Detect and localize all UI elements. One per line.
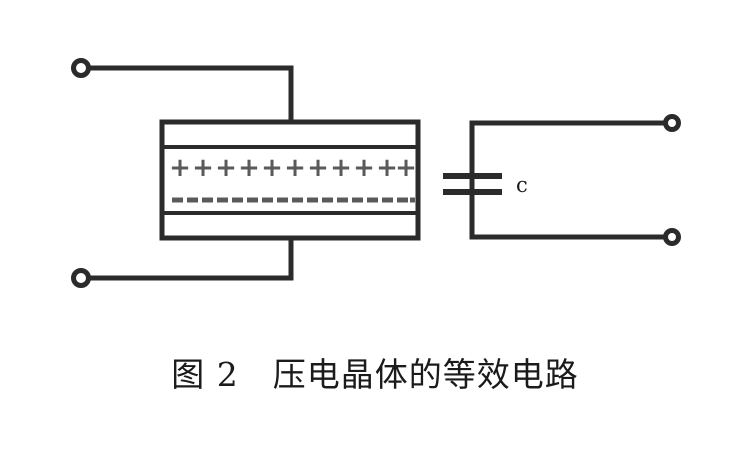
terminal-right-top[interactable] bbox=[663, 114, 681, 132]
charge-plus: + bbox=[376, 153, 398, 183]
lead-wire-top-left bbox=[85, 65, 294, 125]
lead-wire-bottom-right bbox=[469, 183, 668, 240]
capacitor-symbol bbox=[443, 173, 502, 195]
figure-caption: 图 2 压电晶体的等效电路 bbox=[171, 355, 579, 394]
charge-plus: + bbox=[192, 153, 214, 183]
positive-charge-row: + + + + + + + + + + + bbox=[169, 153, 417, 183]
terminal-left-bottom[interactable] bbox=[71, 268, 91, 288]
charge-plus: + bbox=[238, 153, 260, 183]
charge-plus: + bbox=[261, 153, 283, 183]
charge-plus: + bbox=[330, 153, 352, 183]
charge-plus: + bbox=[284, 153, 306, 183]
lead-wire-top-right bbox=[469, 120, 668, 185]
lead-wire-bottom-left bbox=[85, 235, 294, 281]
charge-plus: + bbox=[395, 153, 417, 183]
charge-plus: + bbox=[169, 153, 191, 183]
capacitor-label: c bbox=[516, 173, 528, 197]
terminal-left-top[interactable] bbox=[71, 58, 91, 78]
charge-plus: + bbox=[353, 153, 375, 183]
charge-plus: + bbox=[307, 153, 329, 183]
charge-plus: + bbox=[215, 153, 237, 183]
crystal-block-outline bbox=[159, 119, 421, 241]
crystal-electrode-dividers bbox=[164, 145, 416, 215]
terminal-right-bottom[interactable] bbox=[663, 228, 681, 246]
